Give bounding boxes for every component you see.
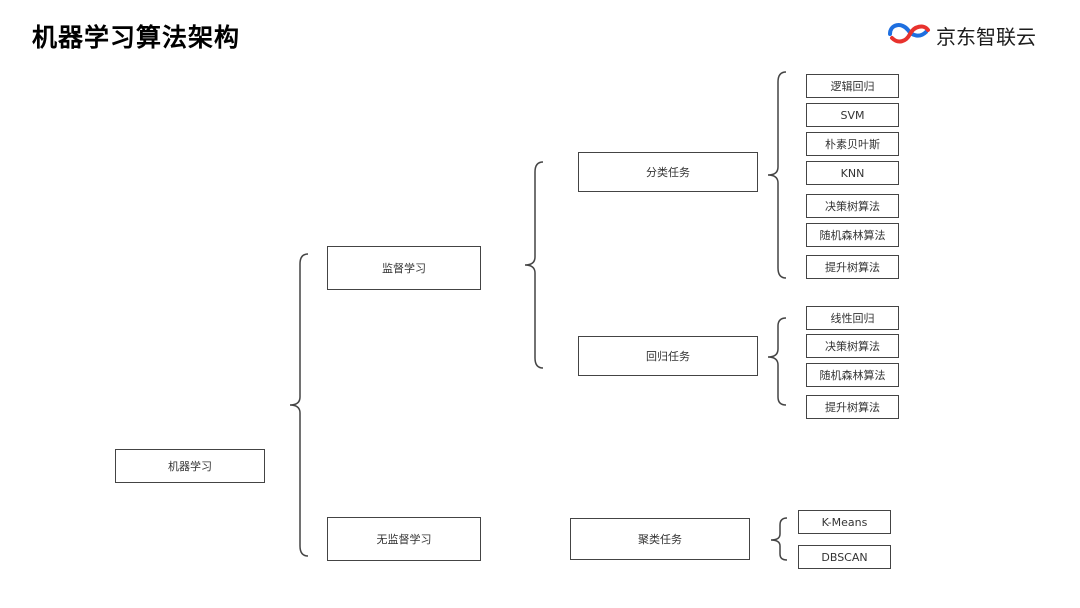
leaf-regression-2: 决策树算法 bbox=[806, 334, 899, 358]
node-classification: 分类任务 bbox=[578, 152, 758, 192]
leaf-regression-3: 随机森林算法 bbox=[806, 363, 899, 387]
brand-name: 京东智联云 bbox=[936, 25, 1036, 49]
node-root: 机器学习 bbox=[115, 449, 265, 483]
leaf-clustering-1: K-Means bbox=[798, 510, 891, 534]
leaf-classification-7: 提升树算法 bbox=[806, 255, 899, 279]
node-supervised: 监督学习 bbox=[327, 246, 481, 290]
leaf-regression-4: 提升树算法 bbox=[806, 395, 899, 419]
brace-clustering bbox=[770, 517, 788, 561]
jd-cloud-logo-icon bbox=[888, 23, 930, 44]
leaf-classification-5: 决策树算法 bbox=[806, 194, 899, 218]
brace-regression bbox=[767, 317, 787, 406]
leaf-classification-6: 随机森林算法 bbox=[806, 223, 899, 247]
node-unsupervised: 无监督学习 bbox=[327, 517, 481, 561]
leaf-classification-2: SVM bbox=[806, 103, 899, 127]
node-clustering: 聚类任务 bbox=[570, 518, 750, 560]
node-regression: 回归任务 bbox=[578, 336, 758, 376]
brace-root bbox=[289, 253, 309, 557]
brace-supervised bbox=[524, 161, 544, 369]
brace-classification bbox=[767, 71, 787, 279]
leaf-classification-3: 朴素贝叶斯 bbox=[806, 132, 899, 156]
leaf-regression-1: 线性回归 bbox=[806, 306, 899, 330]
leaf-clustering-2: DBSCAN bbox=[798, 545, 891, 569]
page-title: 机器学习算法架构 bbox=[32, 23, 241, 52]
leaf-classification-4: KNN bbox=[806, 161, 899, 185]
leaf-classification-1: 逻辑回归 bbox=[806, 74, 899, 98]
brand-logo: 京东智联云 bbox=[886, 16, 1056, 50]
